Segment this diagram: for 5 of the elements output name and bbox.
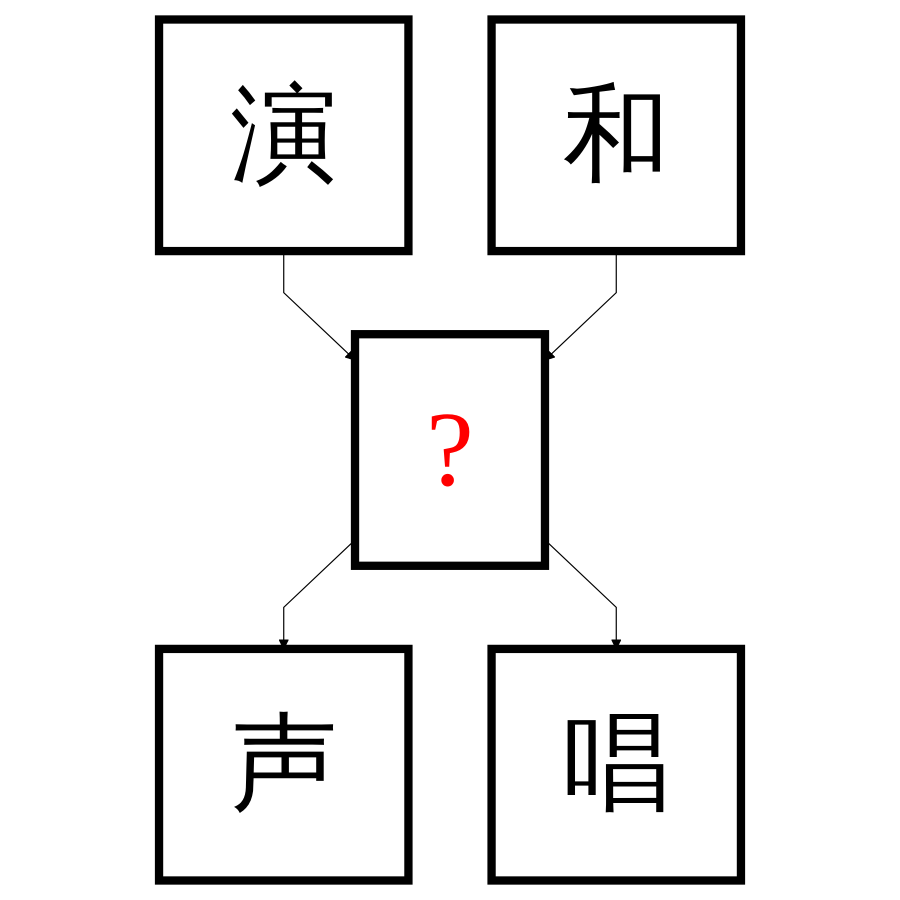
node-box: 和 <box>487 15 746 256</box>
node-box: ? <box>350 330 550 570</box>
node-box: 演 <box>154 15 413 256</box>
node-box: 唱 <box>487 644 746 885</box>
node-box: 声 <box>154 644 413 885</box>
